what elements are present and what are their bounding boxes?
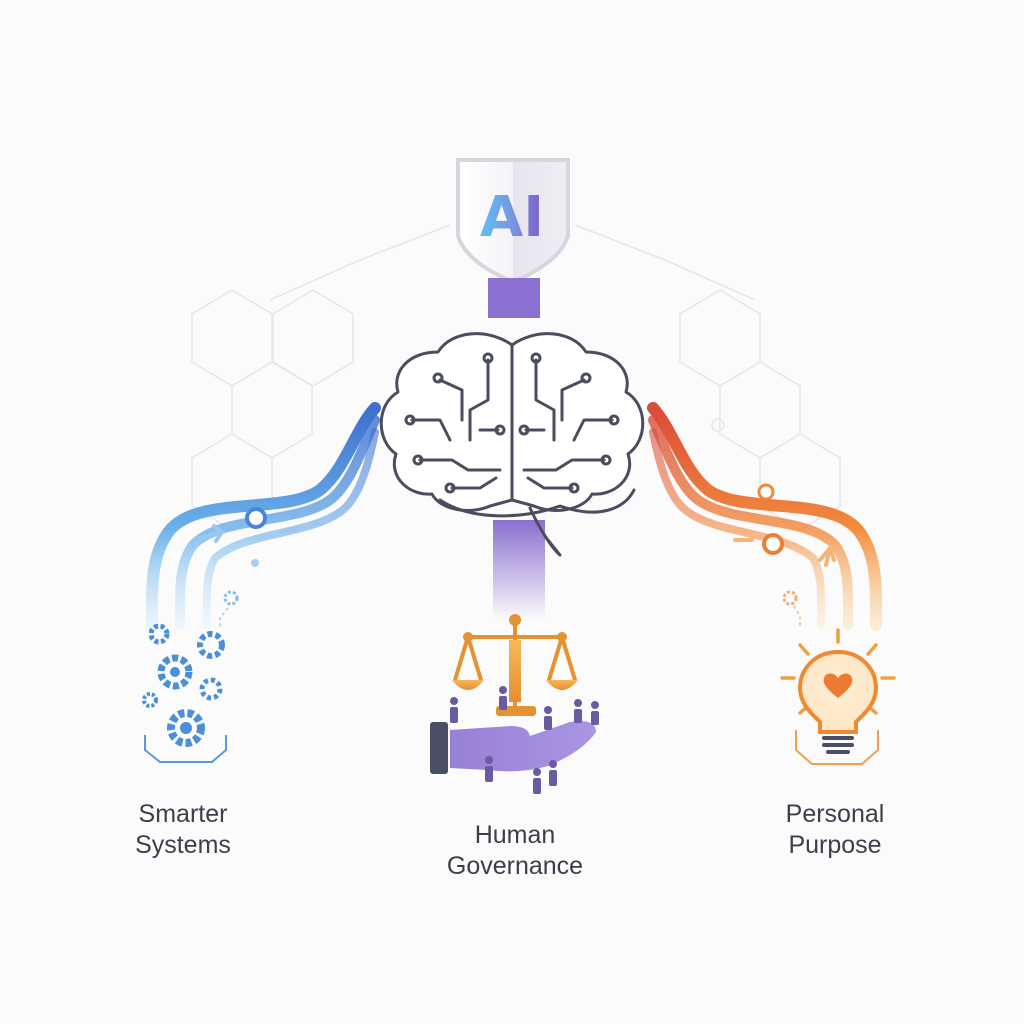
label-smarter-systems: Smarter Systems [108,799,258,861]
label-smarter-systems-line1: Smarter [138,800,228,828]
lightbulb-heart-icon [780,590,896,765]
label-personal-purpose-line2: Purpose [788,831,882,859]
left-flow-markers [198,507,300,567]
circuit-brain-icon [379,332,645,557]
scales-hand-icon [430,614,599,794]
ai-shield-icon: AI [456,158,570,285]
shield-ai-text: AI [480,185,544,250]
label-smarter-systems-line2: Systems [135,831,231,859]
shield-connector [488,278,540,318]
label-human-governance-line1: Human [474,821,556,849]
label-personal-purpose-line1: Personal [785,800,885,828]
gears-icon [142,590,239,763]
label-human-governance: Human Governance [420,820,610,882]
right-flow-markers [733,483,836,567]
center-connector [493,520,545,620]
label-personal-purpose: Personal Purpose [760,799,910,861]
right-flow-stream [647,402,883,631]
label-human-governance-line2: Governance [446,852,584,880]
